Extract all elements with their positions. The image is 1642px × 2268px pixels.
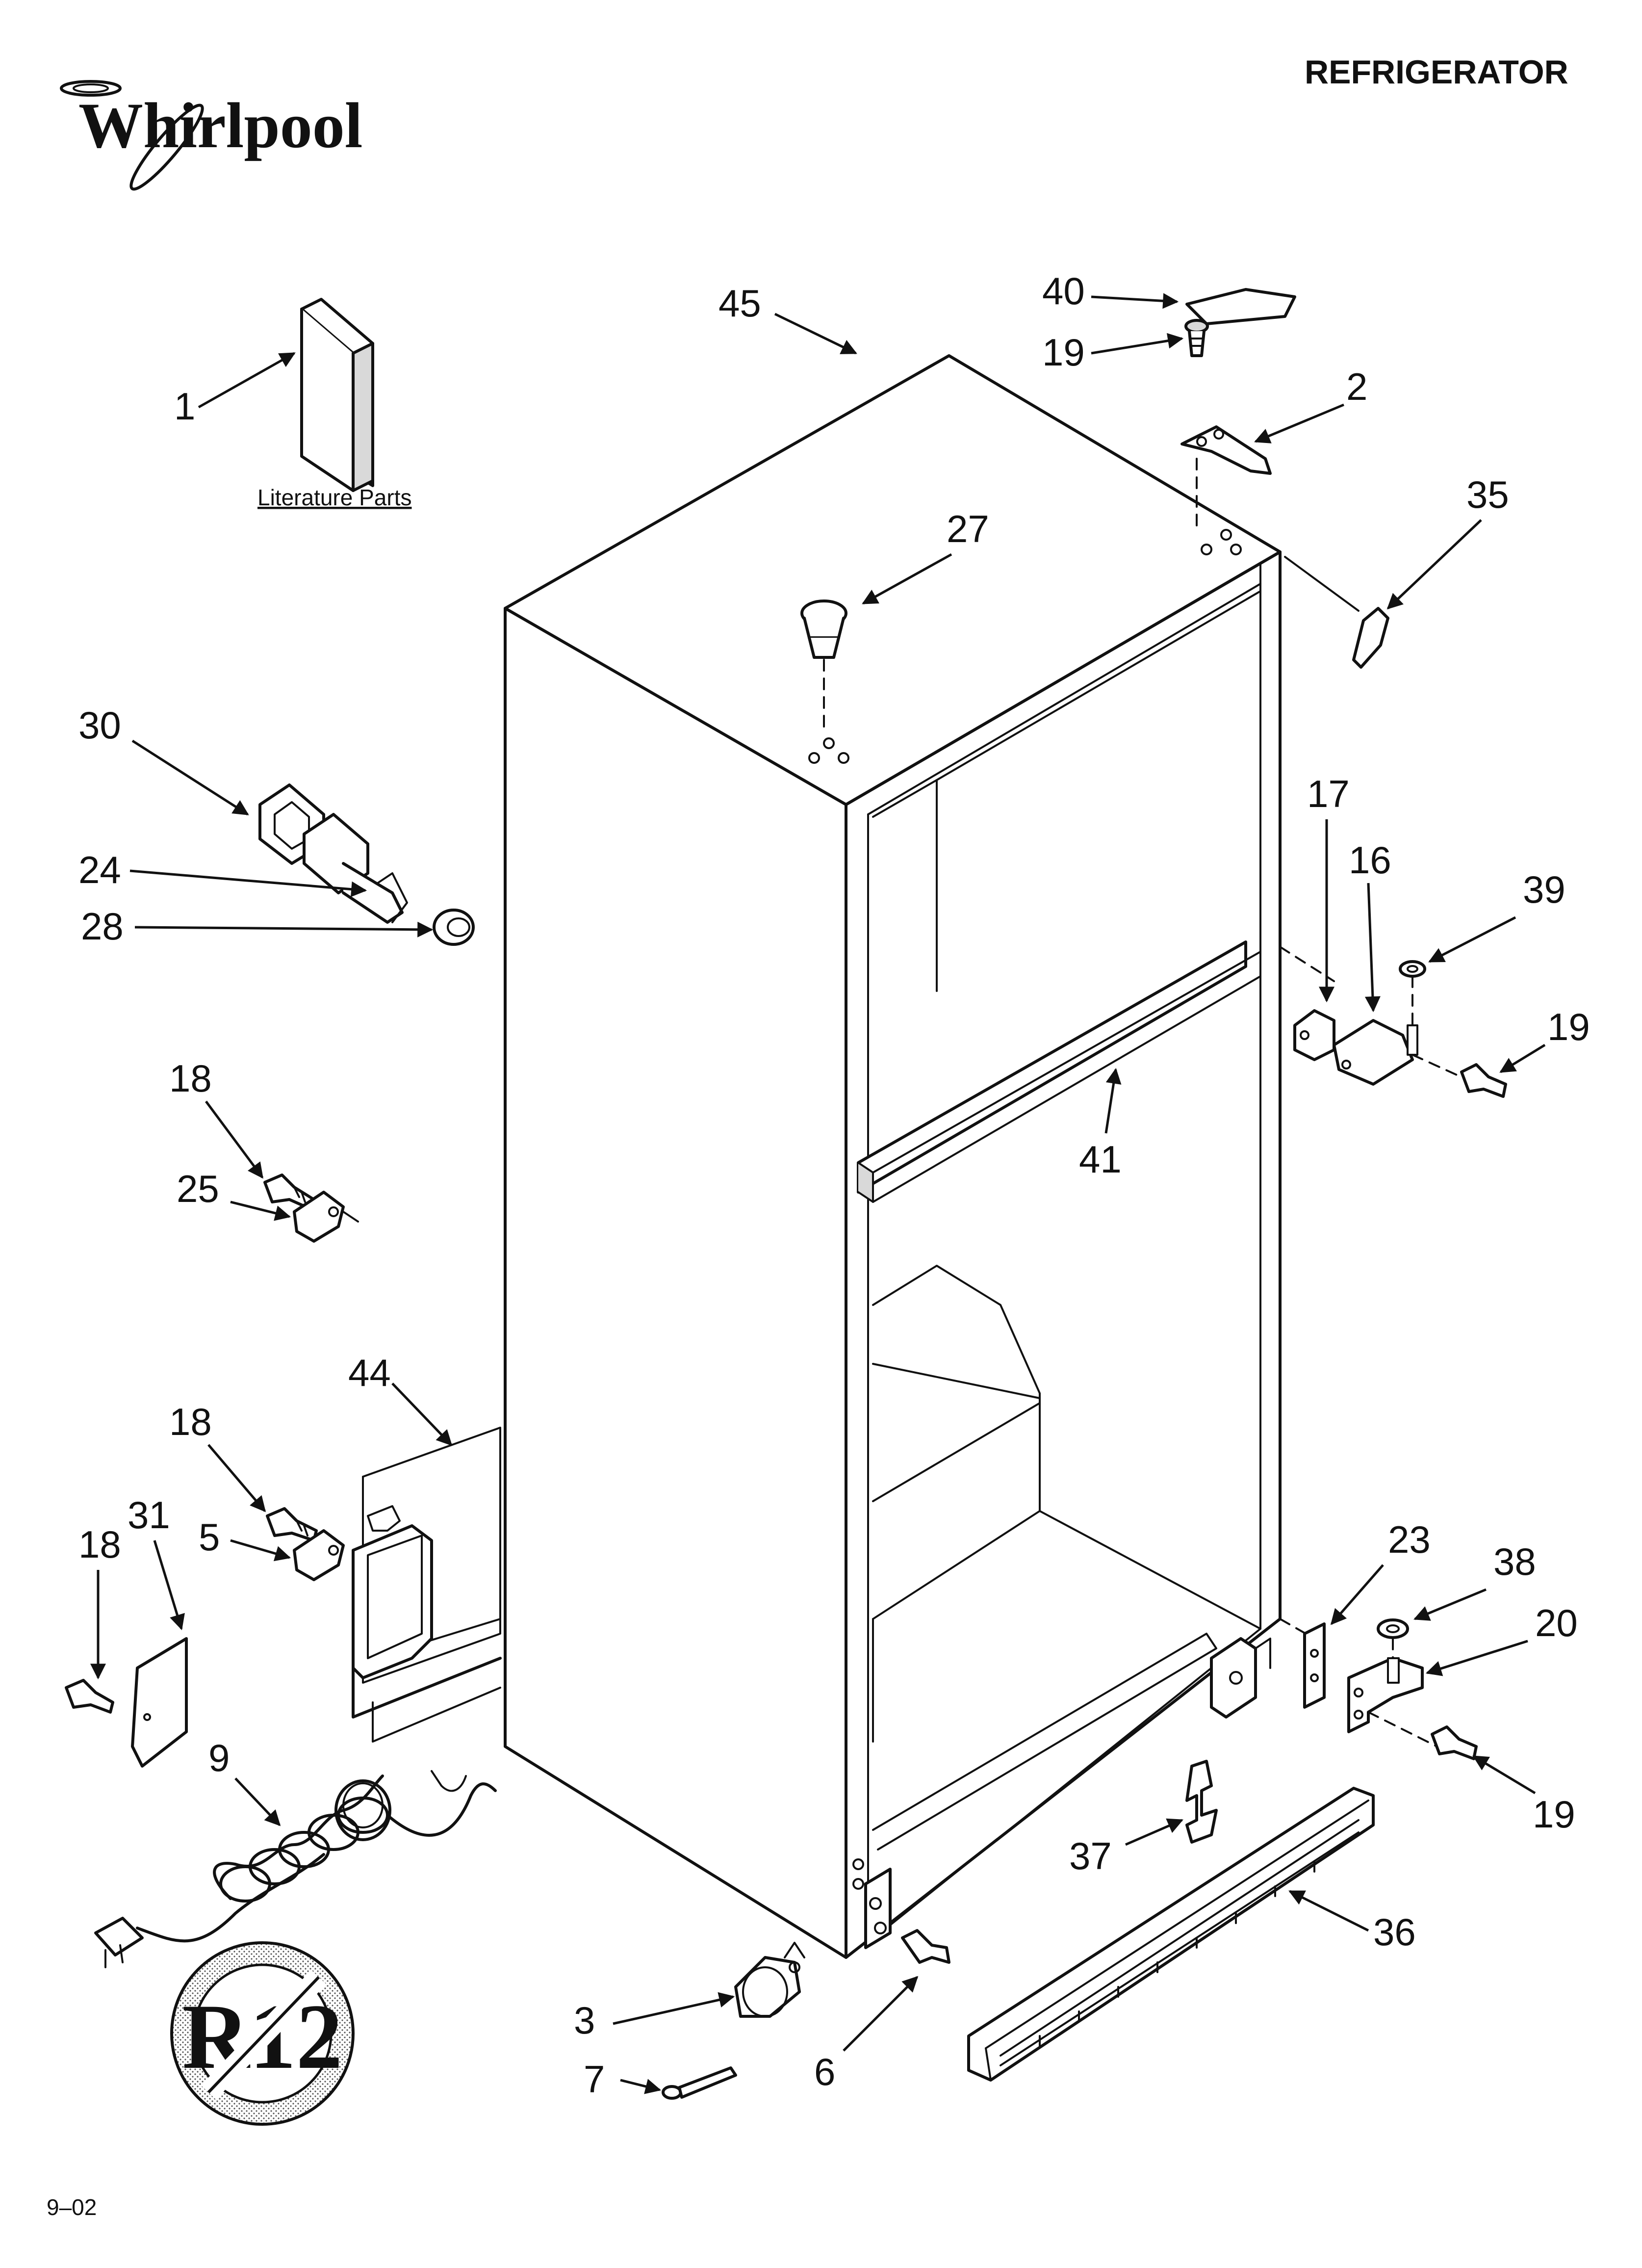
callout-18-lower: 18 (78, 1523, 121, 1566)
hinge-cover (1185, 288, 1296, 325)
callout-1: 1 (174, 385, 195, 428)
callout-27: 27 (947, 507, 989, 550)
center-hinge-washer (1399, 960, 1426, 978)
callout-40: 40 (1042, 269, 1085, 313)
top-hinge-screw (1184, 319, 1209, 357)
callout-31: 31 (128, 1493, 170, 1537)
center-hinge (1333, 975, 1467, 1086)
callout-44: 44 (348, 1351, 391, 1394)
power-cord (94, 1770, 497, 1968)
callout-18-middle: 18 (169, 1400, 212, 1443)
callout-6: 6 (814, 2050, 835, 2093)
callout-19-top: 19 (1042, 331, 1085, 374)
whirlpool-logo: Whirlpool (60, 80, 362, 191)
top-hinge (1180, 425, 1272, 533)
divider-rail (857, 940, 1261, 1203)
revision-code: 9–02 (47, 2194, 97, 2220)
screw-cover (65, 1679, 114, 1714)
callout-39: 39 (1523, 868, 1565, 911)
callout-23: 23 (1388, 1518, 1431, 1561)
callout-3: 3 (574, 1999, 595, 2042)
callout-30: 30 (78, 704, 121, 747)
callout-20: 20 (1535, 1601, 1578, 1644)
callout-24: 24 (78, 848, 121, 891)
hinge-trim (1284, 556, 1389, 669)
callout-25: 25 (177, 1167, 219, 1210)
rear-access-panel (352, 1427, 502, 1743)
hole-plug (800, 600, 847, 732)
callout-16: 16 (1349, 838, 1391, 882)
callout-5: 5 (199, 1515, 220, 1559)
lower-hinge-shim (1303, 1622, 1326, 1709)
screw-clamp-lower (266, 1507, 318, 1542)
callout-2: 2 (1346, 365, 1367, 408)
leveling-pin (662, 2066, 737, 2100)
callout-19-lower: 19 (1533, 1793, 1575, 1836)
callout-19-middle: 19 (1547, 1005, 1590, 1048)
callout-28: 28 (81, 905, 124, 948)
page-title: REFRIGERATOR (1305, 53, 1568, 91)
control-shaft (303, 813, 408, 924)
wire-clamp-upper (293, 1191, 359, 1243)
grommet (433, 909, 475, 946)
literature-parts-label: Literature Parts (257, 485, 411, 510)
terminal-cover (131, 1637, 188, 1768)
callout-35: 35 (1466, 473, 1509, 516)
leveling-bracket (734, 1942, 805, 2018)
callout-38: 38 (1493, 1540, 1536, 1583)
toe-grille (967, 1787, 1375, 2082)
bracket-screw (864, 1868, 950, 1964)
lower-hinge-bracket-frame (1210, 1618, 1315, 1719)
callout-45: 45 (718, 282, 761, 325)
no-r12-badge: R12 (170, 1941, 355, 2126)
wire-clamp-lower (293, 1529, 345, 1581)
callout-41: 41 (1079, 1138, 1122, 1181)
grille-clip (1185, 1760, 1218, 1844)
cabinet (504, 354, 1282, 1959)
callout-36: 36 (1373, 1910, 1416, 1954)
center-hinge-screw (1460, 1063, 1507, 1098)
callout-37: 37 (1069, 1834, 1112, 1877)
center-hinge-shim (1293, 1009, 1335, 1061)
callout-17: 17 (1307, 772, 1350, 815)
callout-9: 9 (208, 1736, 230, 1779)
lower-hinge (1347, 1657, 1438, 1747)
literature-parts (300, 298, 374, 492)
callout-7: 7 (584, 2058, 605, 2101)
callout-18-upper: 18 (169, 1057, 212, 1100)
logo-wordmark: Whirlpool (78, 89, 362, 161)
lower-hinge-screw (1431, 1725, 1478, 1760)
